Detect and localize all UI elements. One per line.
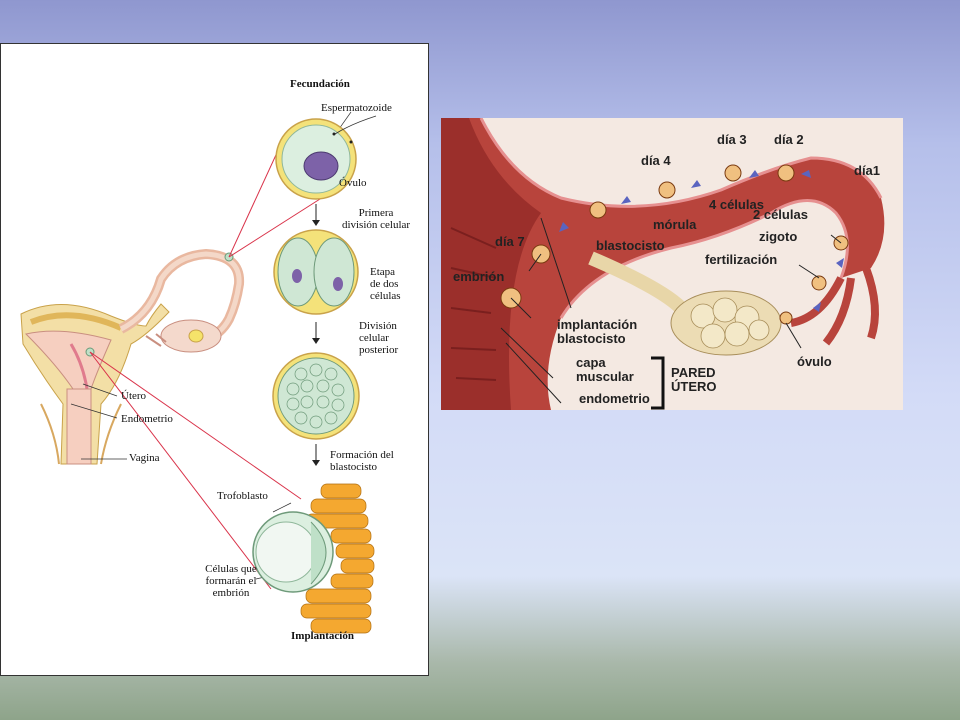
uterine-tube-illustration xyxy=(441,118,885,410)
label-implantacion-blastocisto: implantación blastocisto xyxy=(557,317,638,346)
label-morula: mórula xyxy=(653,217,697,232)
label-embrion: embrión xyxy=(453,269,505,284)
label-utero: Útero xyxy=(121,390,147,402)
label-espermatozoide: Espermatozoide xyxy=(321,102,392,114)
label-endometrio-right: endometrio xyxy=(579,391,650,406)
label-dia-1: día1 xyxy=(854,163,881,178)
label-trofoblasto: Trofoblasto xyxy=(217,490,268,502)
label-etapa-dos-celulas: Etapa de dos células xyxy=(370,266,401,302)
label-formacion-blastocisto: Formación del blastocisto xyxy=(330,449,394,473)
label-ovulo: Óvulo xyxy=(339,177,367,189)
label-capa-muscular: capa muscular xyxy=(576,355,634,384)
label-fertilizacion: fertilización xyxy=(705,252,778,267)
label-implantacion: Implantación xyxy=(291,630,354,642)
label-dia-3: día 3 xyxy=(717,132,747,147)
label-dia-7: día 7 xyxy=(495,234,525,249)
label-blastocisto: blastocisto xyxy=(596,238,665,253)
label-pared-utero: PARED ÚTERO xyxy=(671,365,717,394)
label-celulas-embrion: Células que formarán el embrión xyxy=(205,563,257,599)
label-4-celulas: 4 células xyxy=(709,197,764,212)
label-fecundacion: Fecundación xyxy=(290,78,350,90)
label-dia-4: día 4 xyxy=(641,153,671,168)
fertilization-illustration xyxy=(20,111,377,634)
label-zigoto: zigoto xyxy=(759,229,798,244)
label-dia-2: día 2 xyxy=(774,132,804,147)
label-2-celulas: 2 células xyxy=(753,207,808,222)
label-primera-division: Primera división celular xyxy=(341,207,411,231)
label-endometrio: Endometrio xyxy=(121,413,173,425)
fertilization-diagram-panel: Fecundación Espermatozoide Óvulo Primera… xyxy=(0,43,429,676)
label-division-posterior: División celular posterior xyxy=(359,320,399,356)
label-ovulo-right: óvulo xyxy=(797,354,832,369)
label-vagina: Vagina xyxy=(129,452,160,464)
uterine-tube-photo-panel: día 3 día 2 día 4 día1 4 células 2 célul… xyxy=(441,118,903,410)
